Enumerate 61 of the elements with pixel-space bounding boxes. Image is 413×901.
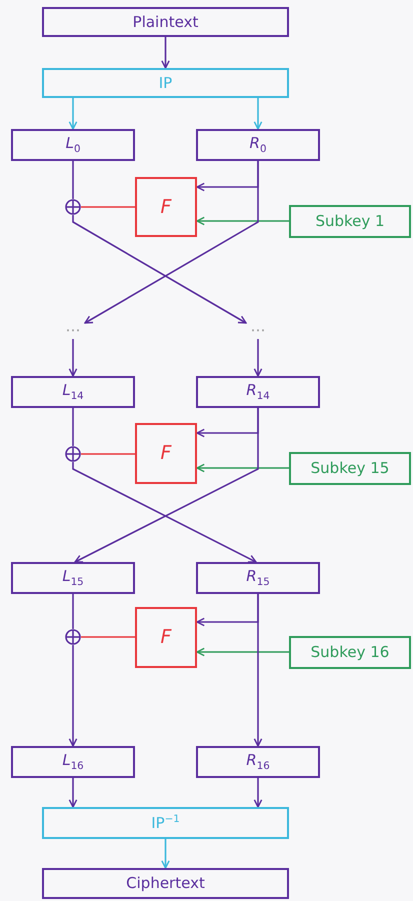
function-label: F — [160, 443, 172, 464]
arrow — [196, 464, 289, 472]
box-label: L$_{15}$ — [62, 568, 84, 588]
function-box — [135, 177, 197, 237]
box-label: R$_{16}$ — [246, 752, 270, 772]
function-label: F — [160, 627, 172, 648]
function-box — [135, 423, 197, 484]
process-box — [42, 807, 289, 839]
box-label: Plaintext — [132, 14, 198, 30]
box-label: IP — [158, 74, 172, 92]
connector-line — [72, 161, 74, 199]
box-label: Subkey 15 — [310, 460, 390, 477]
arrow — [254, 339, 262, 377]
function-label: F — [160, 196, 172, 218]
process-box — [196, 129, 320, 161]
ellipsis-text: ⋯ — [246, 321, 270, 339]
box-label: L$_{14}$ — [62, 382, 84, 402]
box-label: Subkey 16 — [310, 644, 390, 661]
box-label: Subkey 1 — [315, 213, 385, 230]
box-label: R$_{0}$ — [250, 134, 266, 156]
arrow — [196, 216, 289, 226]
arrow — [161, 839, 170, 869]
connector-line — [81, 453, 135, 455]
process-box — [196, 376, 320, 408]
arrow — [68, 778, 78, 808]
box-label: IP$^{−1}$ — [151, 814, 180, 832]
arrow — [68, 645, 78, 747]
process-box — [196, 746, 320, 778]
subkey-box — [289, 205, 411, 238]
connector-line — [81, 636, 135, 638]
arrow — [254, 778, 262, 808]
process-box — [11, 129, 135, 161]
connector-line — [81, 206, 135, 208]
arrow — [68, 98, 78, 130]
ellipsis-text: ⋯ — [61, 321, 85, 339]
subkey-box — [289, 452, 411, 485]
box-label: L$_{0}$ — [66, 134, 80, 156]
box-label: R$_{14}$ — [246, 382, 270, 402]
process-box — [42, 868, 289, 899]
box-label: L$_{16}$ — [62, 752, 84, 772]
arrow — [161, 37, 170, 69]
arrow — [68, 339, 78, 377]
process-box — [42, 68, 289, 98]
process-box — [42, 7, 289, 37]
arrow — [84, 161, 259, 324]
process-box — [196, 562, 320, 594]
subkey-box — [289, 636, 411, 669]
connector-line — [72, 408, 74, 446]
arrow — [254, 98, 262, 130]
connector-line — [72, 594, 74, 629]
function-box — [135, 607, 197, 668]
box-label: Ciphertext — [126, 875, 205, 892]
arrow — [254, 594, 262, 747]
arrow — [72, 462, 257, 563]
process-box — [11, 376, 135, 408]
box-label: R$_{15}$ — [246, 568, 270, 588]
process-box — [11, 562, 135, 594]
arrow — [72, 215, 247, 324]
arrow — [74, 408, 259, 563]
arrow — [196, 648, 289, 656]
process-box — [11, 746, 135, 778]
